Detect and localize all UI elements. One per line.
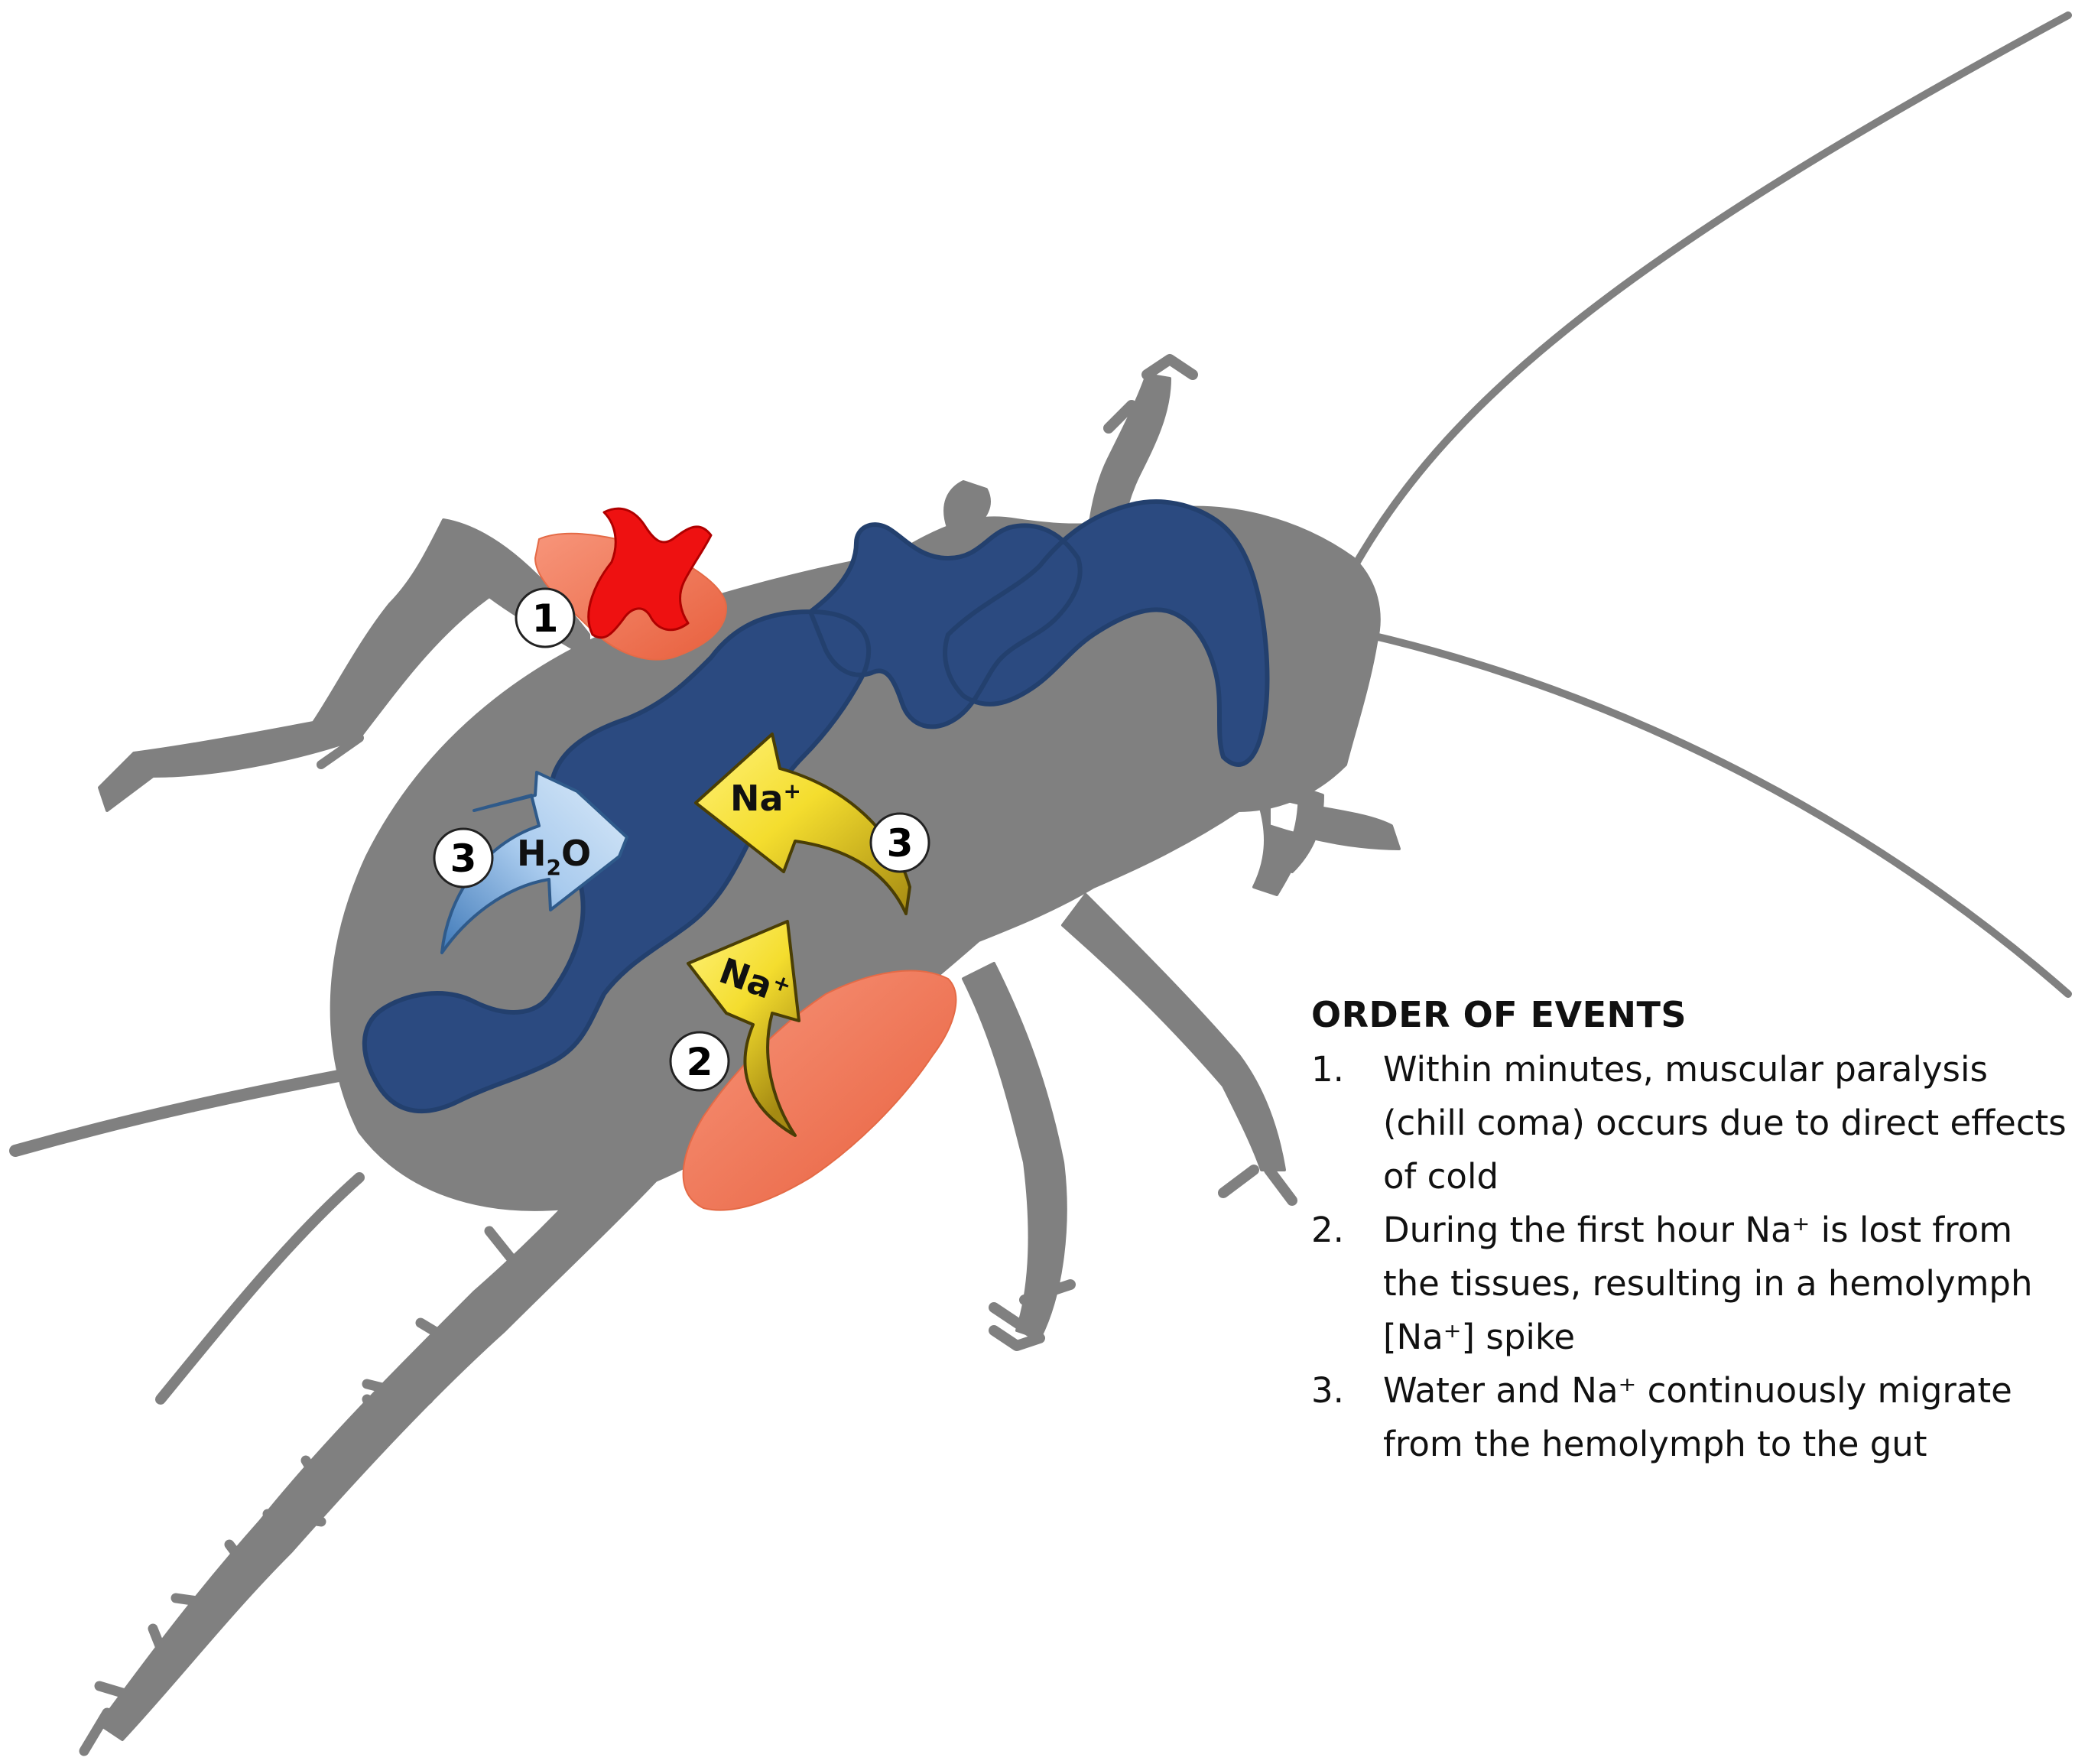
cercus-right bbox=[161, 1178, 359, 1399]
cercus-left bbox=[15, 1070, 367, 1151]
mid-leg-right bbox=[1063, 895, 1284, 1170]
mid-leg-lower bbox=[963, 963, 1066, 1338]
event-item-1: 1. Within minutes, muscular paralysis (c… bbox=[1309, 1043, 2073, 1204]
svg-text:1: 1 bbox=[532, 596, 559, 641]
cricket-silhouette bbox=[15, 15, 2068, 1751]
svg-text:2: 2 bbox=[687, 1040, 713, 1084]
event-text: During the first hour Na⁺ is lost from t… bbox=[1383, 1210, 2033, 1357]
order-of-events-legend: ORDER OF EVENTS 1. Within minutes, muscu… bbox=[1309, 994, 2073, 1471]
event-text: Within minutes, muscular paralysis (chil… bbox=[1383, 1049, 2067, 1197]
badge-event-3-sodium: 3 bbox=[871, 814, 929, 872]
svg-text:3: 3 bbox=[450, 837, 477, 881]
event-number: 2. bbox=[1311, 1204, 1344, 1257]
antenna-lower bbox=[1369, 635, 2068, 994]
antenna-upper bbox=[1357, 15, 2068, 562]
event-number: 1. bbox=[1311, 1043, 1344, 1096]
event-item-2: 2. During the first hour Na⁺ is lost fro… bbox=[1309, 1204, 2073, 1364]
legend-title: ORDER OF EVENTS bbox=[1311, 994, 2073, 1035]
badge-event-2: 2 bbox=[671, 1032, 729, 1090]
events-list: 1. Within minutes, muscular paralysis (c… bbox=[1309, 1043, 2073, 1471]
badge-event-3-water: 3 bbox=[434, 829, 492, 887]
event-text: Water and Na⁺ continuously migrate from … bbox=[1383, 1370, 2012, 1464]
event-number: 3. bbox=[1311, 1364, 1344, 1418]
event-item-3: 3. Water and Na⁺ continuously migrate fr… bbox=[1309, 1364, 2073, 1471]
svg-text:3: 3 bbox=[887, 821, 914, 866]
badge-event-1: 1 bbox=[516, 589, 574, 647]
